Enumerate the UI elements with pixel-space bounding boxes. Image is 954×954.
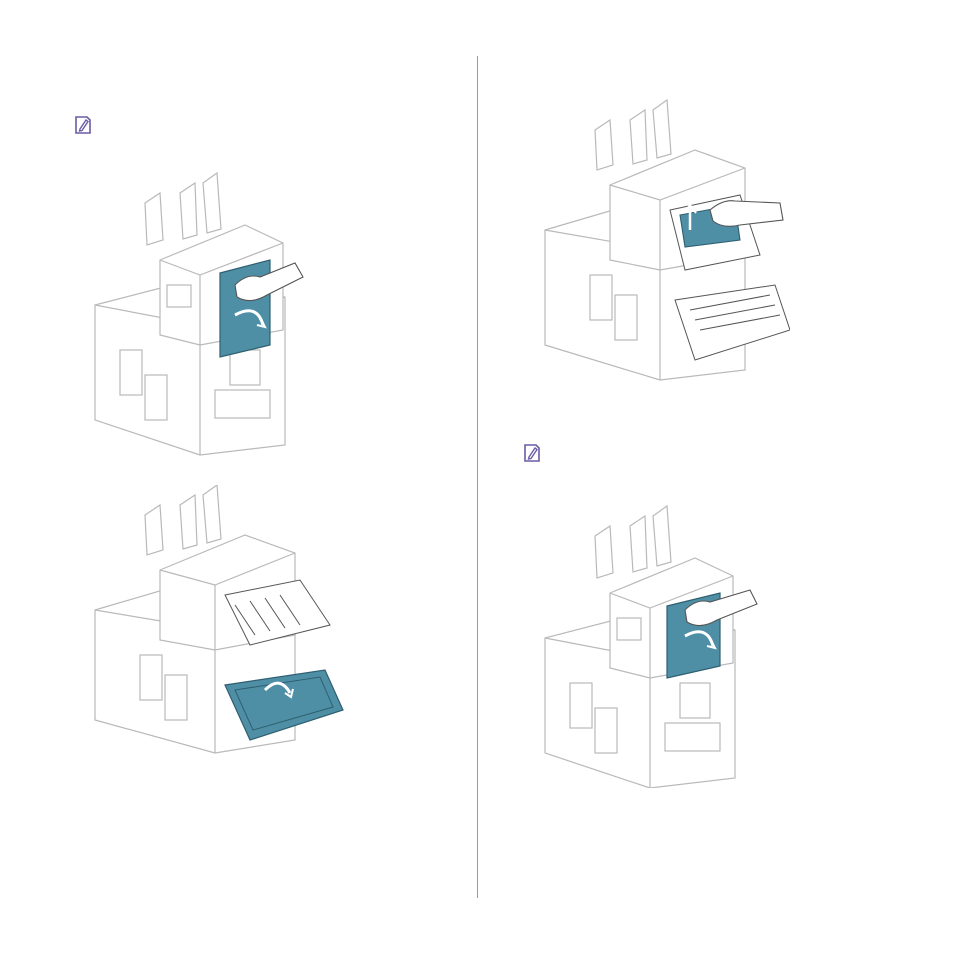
note-pencil-icon: [522, 443, 542, 463]
illustration-open-finisher-cover: [85, 165, 310, 457]
illustration-open-duplex-unit: [85, 485, 345, 755]
column-divider: [477, 56, 478, 898]
note-pencil-icon: [73, 115, 93, 135]
illustration-close-finisher-cover: [535, 498, 760, 788]
illustration-remove-jammed-paper: [535, 95, 790, 385]
